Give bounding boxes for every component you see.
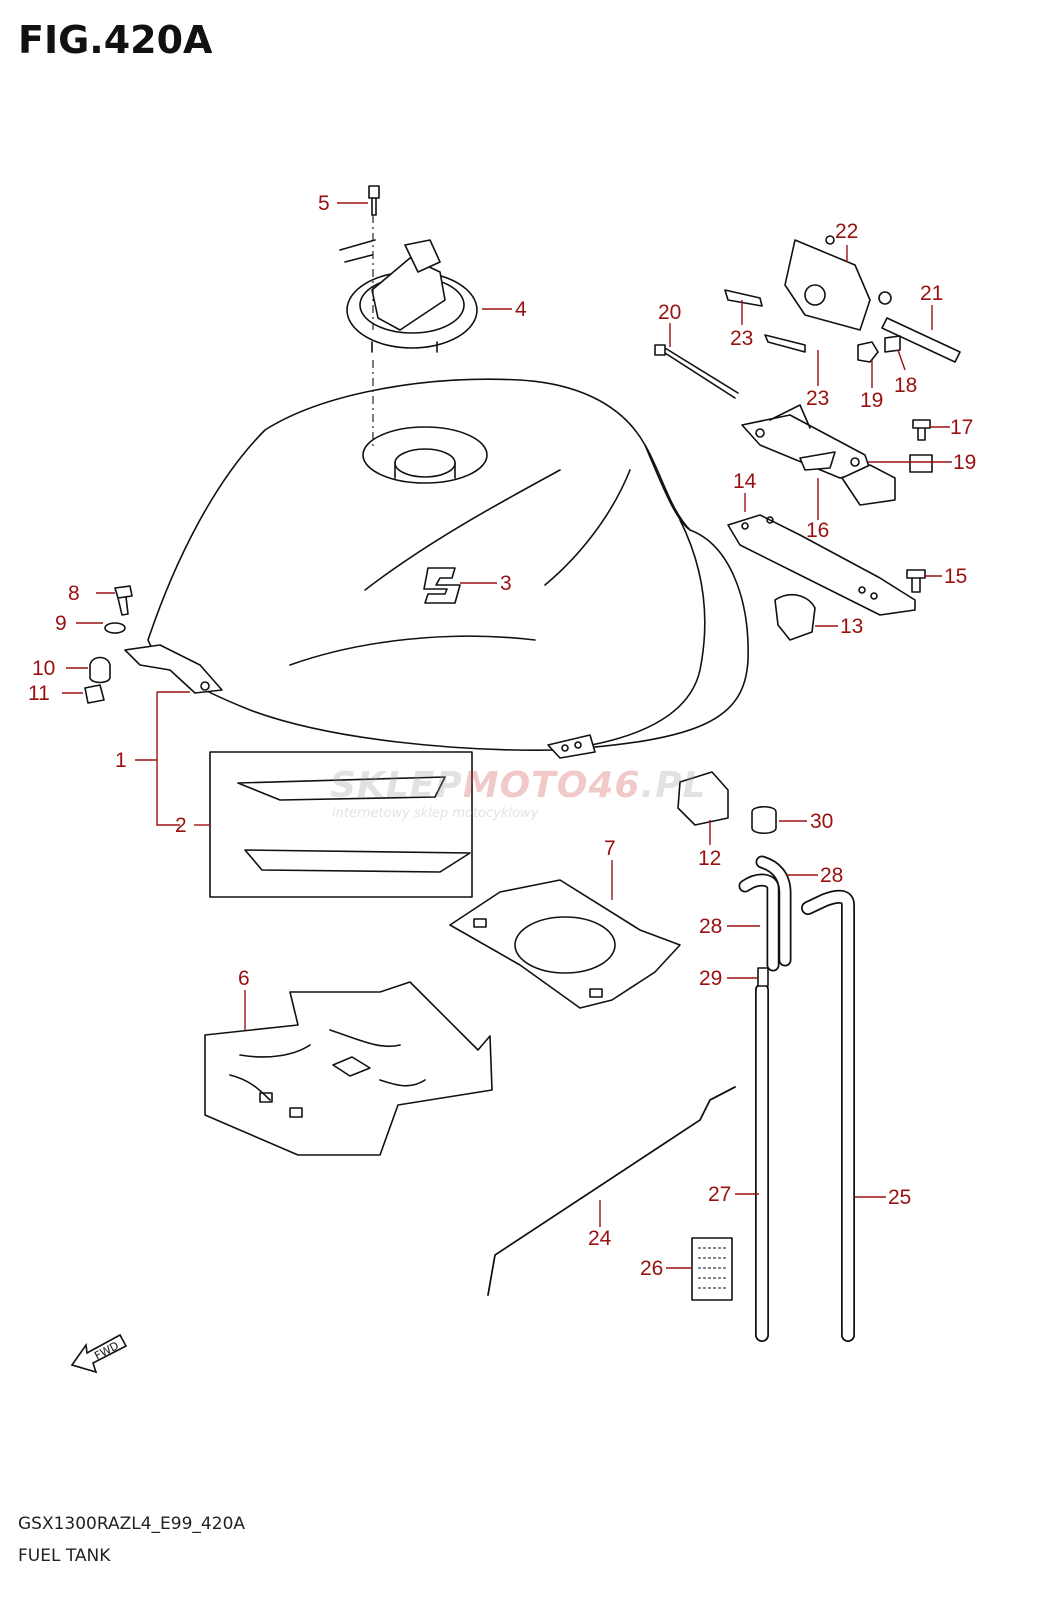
- bolt-15: [906, 569, 926, 593]
- collar-11: [84, 684, 105, 704]
- seal-kit-box: [209, 751, 473, 898]
- plate-14: [727, 514, 916, 616]
- callout-19-upper: 19: [860, 389, 883, 412]
- callout-21: 21: [920, 282, 943, 305]
- callout-numbers: 5 4 3 8 9 10 11 1 2 7 6 12 13 14 15 16 1…: [28, 192, 976, 1280]
- callout-6: 6: [238, 967, 250, 990]
- label-26: [691, 1237, 733, 1301]
- joint-29: [757, 967, 769, 987]
- hose-28-b: [755, 855, 792, 967]
- bracket-22: [784, 235, 892, 331]
- callout-9: 9: [55, 612, 67, 635]
- bolt-18: [884, 335, 901, 353]
- cushion-12: [677, 771, 729, 826]
- fuel-tank-body: [124, 378, 749, 759]
- seal-strip-lower: [244, 849, 471, 873]
- callout-8: 8: [68, 582, 80, 605]
- fuel-cap-assembly: [339, 239, 478, 353]
- seal-strip-upper: [237, 776, 446, 801]
- hose-24-inner: [487, 1086, 736, 1296]
- callout-27: 27: [708, 1183, 731, 1206]
- plate-7: [449, 879, 681, 1009]
- bracket-16: [741, 404, 896, 506]
- callout-17: 17: [950, 416, 973, 439]
- callout-15: 15: [944, 565, 967, 588]
- mat-6: [204, 981, 493, 1156]
- callout-12: 12: [698, 847, 721, 870]
- bolt-8: [114, 585, 133, 616]
- cushion-13: [774, 593, 816, 641]
- model-code: GSX1300RAZL4_E99_420A: [18, 1514, 246, 1534]
- nut-19-a: [857, 341, 879, 363]
- callout-11: 11: [28, 682, 50, 705]
- callout-13: 13: [840, 615, 863, 638]
- grommet-10: [89, 656, 111, 684]
- washer-9: [104, 622, 126, 634]
- callout-2: 2: [175, 814, 187, 837]
- callout-23-left: 23: [730, 327, 753, 350]
- hose-28-a: [738, 873, 780, 972]
- callout-29: 29: [699, 967, 722, 990]
- callout-1: 1: [115, 749, 127, 772]
- callout-25: 25: [888, 1186, 911, 1209]
- callout-16: 16: [806, 519, 829, 542]
- forward-arrow-icon: FWD: [70, 1333, 128, 1374]
- callout-18: 18: [894, 374, 917, 397]
- hose-25: [801, 889, 855, 1342]
- bolt-20: [654, 344, 739, 399]
- callout-24: 24: [588, 1227, 612, 1250]
- bolt-17: [912, 419, 931, 441]
- callout-14: 14: [733, 470, 757, 493]
- callout-30: 30: [810, 810, 833, 833]
- callout-7: 7: [604, 837, 616, 860]
- callout-10: 10: [32, 657, 55, 680]
- bolt-5: [368, 185, 380, 216]
- nut-19-b: [909, 454, 933, 473]
- collar-30: [751, 805, 777, 835]
- callout-4: 4: [515, 298, 527, 321]
- rubber-23-a: [724, 289, 763, 307]
- callout-28-upper: 28: [820, 864, 843, 887]
- figure-name: FUEL TANK: [18, 1546, 111, 1566]
- callout-22: 22: [835, 220, 858, 243]
- callout-3: 3: [500, 572, 512, 595]
- leader-lines: [62, 202, 952, 1269]
- callout-20: 20: [658, 301, 681, 324]
- rubber-23-b: [764, 334, 806, 353]
- callout-26: 26: [640, 1257, 663, 1280]
- callout-5: 5: [318, 192, 330, 215]
- callout-28-lower: 28: [699, 915, 722, 938]
- figure-title: FIG.420A: [18, 18, 213, 62]
- rod-21: [881, 317, 961, 363]
- callout-23-right: 23: [806, 387, 829, 410]
- fwd-label: FWD: [92, 1339, 121, 1363]
- callout-19-lower: 19: [953, 451, 976, 474]
